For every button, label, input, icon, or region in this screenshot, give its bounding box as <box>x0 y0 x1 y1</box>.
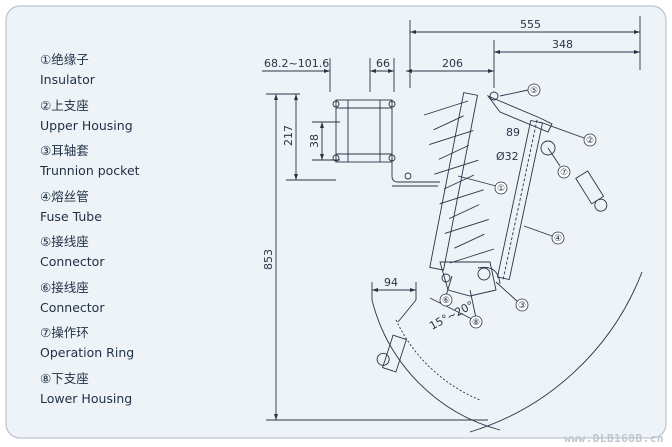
callout-1: ① <box>497 184 505 194</box>
callout-5-circle <box>527 83 541 97</box>
legend-item-5-cn: ⑤接线座 <box>40 231 89 250</box>
dimension-555: 555 <box>520 18 541 31</box>
fuse-tube <box>496 119 544 281</box>
legend-item-1-en: Insulator <box>40 72 95 87</box>
dimension-217: 217 <box>282 125 295 146</box>
legend-cn-label: 接线座 <box>51 279 89 295</box>
open-tube-left <box>376 334 407 373</box>
legend-item-7-en: Operation Ring <box>40 345 135 360</box>
legend-number: ⑦ <box>40 325 52 340</box>
legend-cn-label: 绝缘子 <box>51 52 89 67</box>
legend-number: ② <box>40 97 52 113</box>
legend-item-8-en: Lower Housing <box>40 390 133 406</box>
callout-8: ⑧ <box>472 318 480 328</box>
lower-arc <box>371 299 501 431</box>
legend-cn-label: 上支座 <box>51 97 89 113</box>
legend-number: ⑥ <box>40 279 52 295</box>
swing-arc <box>469 271 643 433</box>
callout-6-circle <box>439 293 453 307</box>
legend-cn-label: 接线座 <box>51 234 89 249</box>
legend-cn-label: 熔丝管 <box>51 188 89 204</box>
dimension-68-101: 68.2~101.6 <box>264 57 329 70</box>
callout-8-circle <box>469 315 483 329</box>
insulator <box>429 92 479 271</box>
callout-3-circle <box>515 298 529 312</box>
callout-1-circle <box>494 181 508 195</box>
legend-item-5-en: Connector <box>40 254 105 269</box>
legend-item-6-en: Connector <box>40 299 105 315</box>
legend-item-2-cn: ②上支座 <box>40 95 89 114</box>
legend-number: ④ <box>40 188 52 204</box>
open-tube-right <box>575 170 608 212</box>
callout-6: ⑥ <box>442 296 450 306</box>
callout-3: ③ <box>518 301 526 311</box>
dimension-348: 348 <box>552 38 573 51</box>
swing-arc-inner <box>395 319 481 401</box>
insulator-shed <box>439 189 484 205</box>
callout-7: ⑦ <box>560 168 568 178</box>
callout-2-circle <box>583 133 597 147</box>
insulator-shed <box>444 218 489 234</box>
legend-number: ⑤ <box>40 234 52 249</box>
callout-2: ② <box>586 136 594 146</box>
dimension-89: 89 <box>506 126 520 139</box>
legend-item-4-en: Fuse Tube <box>40 208 102 224</box>
watermark: www.DLB168B.cn <box>564 432 664 445</box>
legend-item-8-cn: ⑧下支座 <box>40 368 89 387</box>
callout-5: ⑤ <box>530 86 538 96</box>
legend-cn-label: 操作环 <box>51 325 89 340</box>
legend-cn-label: 耳轴套 <box>51 143 89 158</box>
callout-4: ④ <box>554 234 562 244</box>
insulator-shed <box>449 204 480 220</box>
upper-housing <box>486 94 553 133</box>
insulator-shed <box>454 233 485 249</box>
dimension-206: 206 <box>442 57 463 70</box>
insulator-shed <box>443 174 475 190</box>
legend-item-7-cn: ⑦操作环 <box>40 322 89 341</box>
insulator-shed <box>423 100 469 116</box>
dimension-diameter-32: Ø32 <box>496 150 519 163</box>
dimension-66: 66 <box>376 57 390 70</box>
legend-number: ③ <box>40 143 52 158</box>
dimension-94: 94 <box>384 276 398 289</box>
insulator-shed <box>449 248 495 264</box>
callout-4-circle <box>551 231 565 245</box>
insulator-shed <box>438 144 469 160</box>
dimension-angle: 15°~20° <box>427 299 476 333</box>
dimension-853: 853 <box>262 249 275 270</box>
legend-item-2-en: Upper Housing <box>40 117 133 133</box>
insulator-shed <box>429 130 474 146</box>
legend-number: ① <box>40 52 52 67</box>
legend-number: ⑧ <box>40 370 52 386</box>
legend-item-3-en: Trunnion pocket <box>40 163 140 178</box>
insulator-sheds <box>423 100 495 264</box>
legend-item-4-cn: ④熔丝管 <box>40 186 89 205</box>
bracket-arm <box>391 158 440 183</box>
lower-housing <box>439 261 497 297</box>
dimension-38: 38 <box>308 134 321 148</box>
legend-item-1-cn: ①绝缘子 <box>40 49 89 68</box>
legend-item-3-cn: ③耳轴套 <box>40 140 89 159</box>
callout-7-circle <box>557 165 571 179</box>
insulator-shed <box>434 159 479 175</box>
mounting-bracket <box>335 99 393 163</box>
insulator-shed <box>433 115 464 131</box>
legend-item-6-cn: ⑥接线座 <box>40 277 89 296</box>
legend-cn-label: 下支座 <box>51 370 89 386</box>
